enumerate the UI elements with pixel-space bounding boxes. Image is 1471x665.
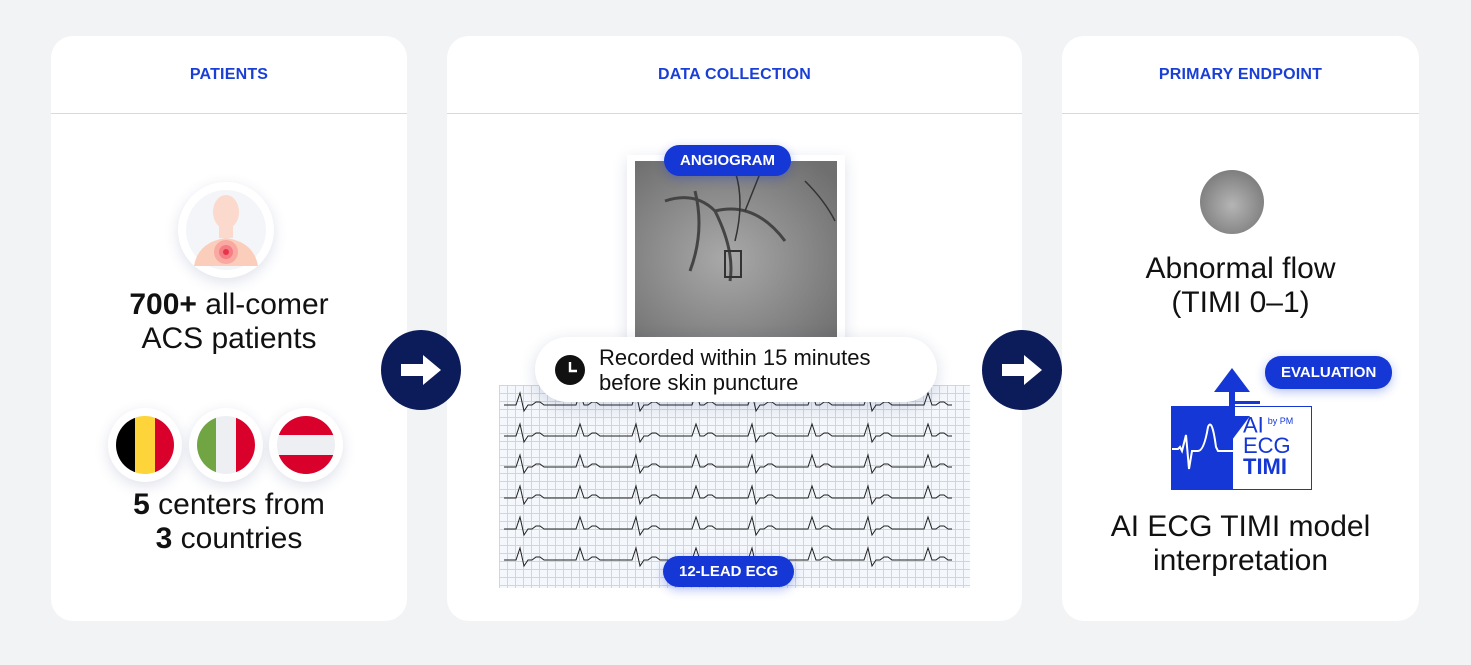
ecg-badge: 12-LEAD ECG xyxy=(663,556,795,587)
primary-endpoint-card: PRIMARY ENDPOINT Abnormal flow(TIMI 0–1)… xyxy=(1062,36,1419,621)
patients-header: PATIENTS xyxy=(51,36,407,114)
belgium-flag-icon xyxy=(108,408,182,482)
angiogram-thumbnail xyxy=(1200,170,1264,234)
data-collection-header: DATA COLLECTION xyxy=(447,36,1022,114)
austria-flag-icon xyxy=(269,408,343,482)
abnormal-flow-text: Abnormal flow(TIMI 0–1) xyxy=(1145,252,1336,319)
angiogram-image xyxy=(627,155,845,345)
flow-arrow-2 xyxy=(982,330,1062,410)
ecg-trace xyxy=(504,515,952,537)
evaluation-badge: EVALUATION xyxy=(1265,356,1393,389)
ecg-trace xyxy=(504,453,952,475)
ecg-image xyxy=(499,385,970,588)
ecg-trace xyxy=(504,484,952,506)
clock-icon xyxy=(555,354,585,385)
data-collection-card: DATA COLLECTION ANGIOGRAM Recorded withi… xyxy=(447,36,1022,621)
arrow-right-icon xyxy=(1002,355,1042,385)
patient-icon xyxy=(178,182,274,278)
primary-endpoint-header: PRIMARY ENDPOINT xyxy=(1062,36,1419,114)
angiogram-badge: ANGIOGRAM xyxy=(664,145,791,176)
arrow-right-icon xyxy=(401,355,441,385)
italy-flag-icon xyxy=(189,408,263,482)
flow-arrow-1 xyxy=(381,330,461,410)
ecg-trace xyxy=(504,422,952,444)
